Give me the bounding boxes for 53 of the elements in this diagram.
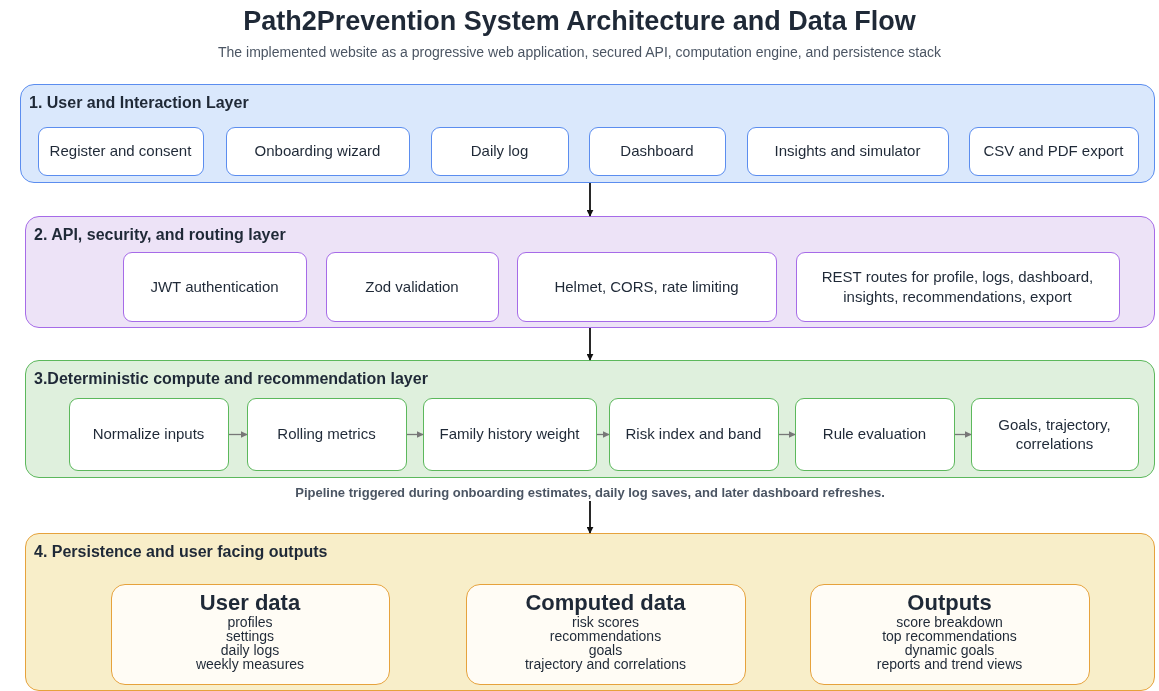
component-box: CSV and PDF export [968,126,1139,176]
card-item: risk scores [572,615,639,630]
card-heading: User data [199,590,301,616]
layer-heading: 3.Deterministic compute and recommendation layer [34,370,428,388]
card-item: dynamic goals [904,643,995,658]
card-item: score breakdown [896,615,1003,630]
arrow [954,431,972,438]
component-box: REST routes for profile, logs, dashboard, insights, recommendations, export [795,251,1120,322]
card-item: goals [588,643,623,658]
component-box: Onboarding wizard [225,126,410,176]
card-item: weekly measures [195,657,305,672]
layer-heading: 4. Persistence and user facing outputs [34,543,328,561]
diagram-subtitle: The implemented website as a progressive web application, secured API, computation engine, and persistence stack [217,44,942,60]
layer-panel [25,533,1155,691]
component-box: Zod validation [325,251,499,322]
arrow [586,182,594,217]
card-heading: Outputs [907,590,992,616]
layer-panel [20,84,1155,183]
arrow [596,431,610,438]
card-item: recommendations [549,629,662,644]
component-box: Rule evaluation [794,397,955,471]
diagram-title: Path2Prevention System Architecture and Data Flow [242,6,917,37]
data-card [809,583,1090,685]
arrow [778,431,796,438]
component-box: Helmet, CORS, rate limiting [516,251,777,322]
data-card [110,583,390,685]
component-box: Register and consent [37,126,204,176]
component-box: Insights and simulator [746,126,949,176]
card-item: profiles [227,615,273,630]
layer-heading: 2. API, security, and routing layer [34,226,286,244]
arrow [406,431,424,438]
component-box: Family history weight [422,397,597,471]
layer-panel [25,360,1155,478]
arrow [586,500,594,534]
card-item: daily logs [220,643,280,658]
card-item: trajectory and correlations [524,657,687,672]
card-heading: Computed data [525,590,686,616]
arrow [228,431,248,438]
component-box: Rolling metrics [246,397,407,471]
pipeline-note: Pipeline triggered during onboarding estimates, daily log saves, and later dashboard refreshes. [295,484,885,500]
card-item: top recommendations [882,629,1017,644]
component-box: Daily log [430,126,569,176]
arrow [586,327,594,361]
component-box: Risk index and band [608,397,779,471]
component-box: JWT authentication [122,251,307,322]
component-box: Goals, trajectory, correlations [970,397,1139,471]
card-item: settings [225,629,275,644]
layer-panel [25,216,1155,328]
card-item: reports and trend views [876,657,1023,672]
component-box: Normalize inputs [68,397,229,471]
data-card [465,583,746,685]
layer-heading: 1. User and Interaction Layer [29,94,249,112]
component-box: Dashboard [588,126,726,176]
